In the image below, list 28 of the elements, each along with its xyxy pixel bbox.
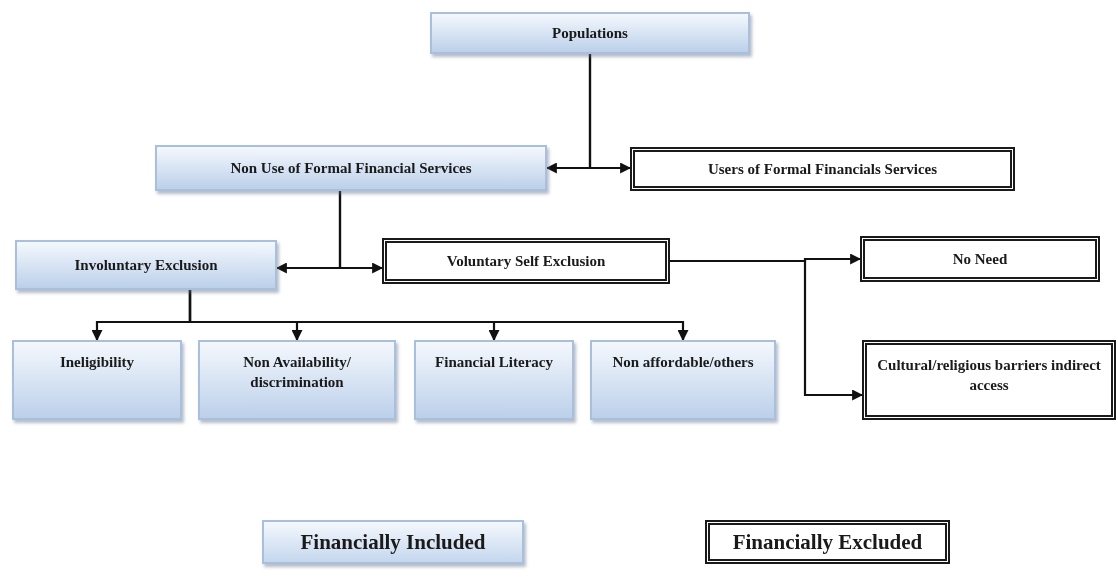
included-box: [414, 340, 574, 420]
arrow: [670, 259, 864, 401]
included-box: [15, 240, 277, 290]
included-box: [198, 340, 396, 420]
node-label: No Need: [952, 249, 1008, 269]
excluded-box: [862, 340, 1116, 420]
arrow: [188, 290, 689, 342]
included-box: [12, 340, 182, 420]
node-label: Financial Literacy: [435, 353, 553, 372]
included-box: [155, 145, 547, 191]
included-box: [590, 340, 776, 420]
node-label: Non affordable/others: [612, 353, 754, 372]
node-label: Voluntary Self Exclusion: [446, 251, 606, 271]
legend-label: Financially Included: [300, 529, 486, 555]
node-label: Non Use of Formal Financial Services: [230, 158, 472, 178]
excluded-box: [630, 147, 1015, 191]
excluded-box: [860, 236, 1100, 282]
node-label: Ineligibility: [59, 353, 135, 372]
node-label: Users of Formal Financials Services: [707, 159, 938, 179]
arrow: [338, 191, 384, 274]
node-label: Involuntary Exclusion: [74, 255, 218, 275]
legend-label: Financially Excluded: [732, 529, 923, 555]
node-label: Cultural/religious barriers indirect access: [876, 356, 1102, 396]
node-label: Non Availability/ discrimination: [242, 353, 352, 393]
excluded-box: [382, 238, 670, 284]
node-label: Populations: [552, 23, 628, 43]
arrow: [588, 54, 632, 174]
included-box: [430, 12, 750, 54]
